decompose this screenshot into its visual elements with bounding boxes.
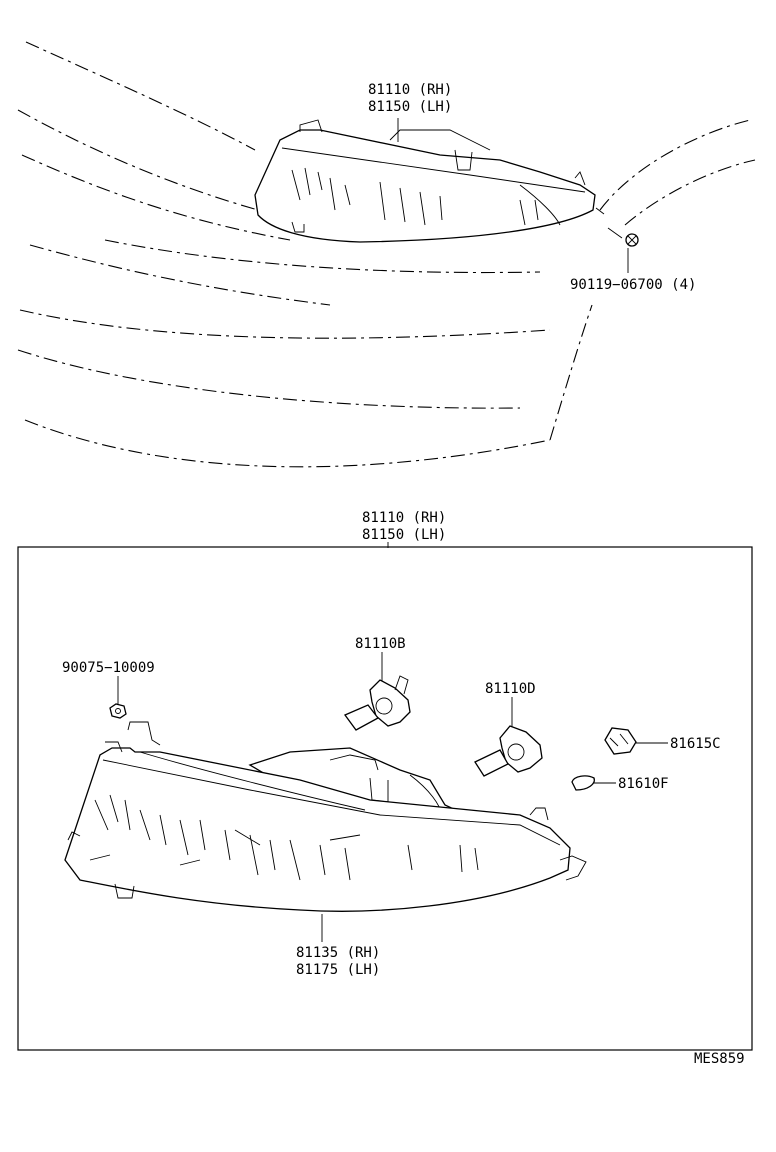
lens-label-rh: 81135 (RH) (296, 945, 380, 961)
vehicle-body-outline (17, 41, 756, 468)
bulb-d-icon (474, 725, 543, 777)
exploded-view-frame (17, 546, 753, 1051)
top-assembly-label-rh: 81110 (RH) (368, 82, 452, 98)
top-headlamp-assembly (254, 119, 605, 243)
headlamp-lens (64, 721, 587, 912)
socket-c-icon (604, 727, 637, 755)
screw-label: 90119−06700 (4) (570, 277, 696, 293)
lens-label-lh: 81175 (LH) (296, 962, 380, 978)
screw-icon (607, 227, 639, 247)
figure-code: MES859 (694, 1051, 745, 1067)
bulb-d-label: 81110D (485, 681, 536, 697)
nut-label: 90075−10009 (62, 660, 155, 676)
top-assembly-label-lh: 81150 (LH) (368, 99, 452, 115)
box-assembly-label-lh: 81150 (LH) (362, 527, 446, 543)
bulb-b-icon (343, 675, 411, 731)
socket-c-label: 81615C (670, 736, 721, 752)
bulb-b-label: 81110B (355, 636, 406, 652)
bulb-f-icon (571, 775, 595, 791)
nut-icon (109, 703, 127, 719)
box-assembly-label-rh: 81110 (RH) (362, 510, 446, 526)
bulb-f-label: 81610F (618, 776, 669, 792)
